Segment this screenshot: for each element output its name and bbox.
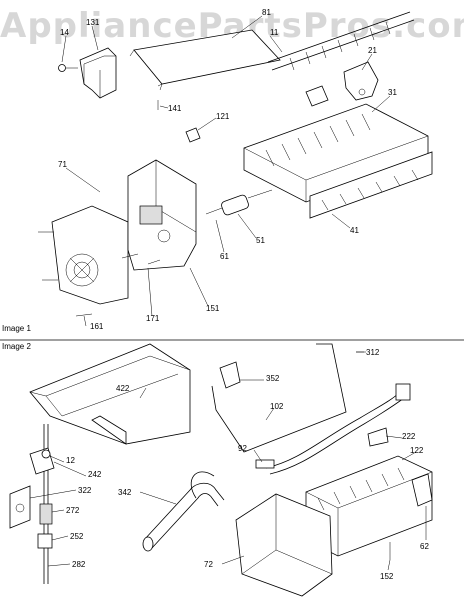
ejector-11 [267,11,415,71]
part-12 [41,449,51,459]
callout-label: 41 [350,226,359,235]
callout-label: 51 [256,236,265,245]
callout-label: 81 [262,8,271,17]
callout-label: 141 [168,104,182,113]
screws-71 [38,231,161,317]
harness-92 [255,383,411,475]
callout-label: 171 [146,314,160,323]
callout-label: 21 [368,46,377,55]
callout-label: 92 [238,444,247,453]
callout-label: 151 [206,304,220,313]
callout-label: 72 [204,560,213,569]
callout-label: 131 [86,18,100,27]
wire-arm-102 [211,343,347,453]
fill-tube-342 [142,471,225,552]
callout-label: 282 [72,560,86,569]
callout-label: 352 [266,374,280,383]
callout-label: 31 [388,88,397,97]
callout-label: 161 [90,322,104,331]
part-222 [367,427,389,447]
cover-72 [235,493,333,597]
callout-label: 252 [70,532,84,541]
callout-label: 342 [118,488,132,497]
callout-label: 71 [58,160,67,169]
part-62 [411,473,433,507]
bracket-131 [79,47,117,99]
shaft-assembly-282 [9,424,55,584]
callout-label: 102 [270,402,284,411]
clip-121 [185,127,201,143]
section-title: Image 2 [2,342,31,351]
callout-label: 322 [78,486,92,495]
shaft-51 [221,189,273,216]
ice-mold-31 [243,85,429,203]
callout-label: 152 [380,572,394,581]
part-41 [309,151,433,219]
section-title: Image 1 [2,324,31,333]
collar-252 [37,533,53,549]
callout-label: 422 [116,384,130,393]
ice-bin-422 [29,343,191,445]
callout-label: 11 [270,28,279,37]
callout-label: 12 [66,456,75,465]
callout-label: 122 [410,446,424,455]
callout-label: 14 [60,28,69,37]
spring-272 [39,503,53,525]
housing-151 [127,159,197,271]
plate-322 [9,485,31,529]
part-21 [343,61,379,101]
clip-352 [219,361,241,389]
leader-lines [29,15,427,571]
callout-label: 121 [216,112,230,121]
callout-label: 62 [420,542,429,551]
callout-label: 272 [66,506,80,515]
callout-label: 242 [88,470,102,479]
bracket-242 [29,447,55,475]
callout-label: 222 [402,432,416,441]
callout-label: 61 [220,252,229,261]
shield-81 [129,29,281,91]
pin-61 [205,207,223,215]
screw-14 [58,64,78,72]
cover-71 [51,205,129,305]
callout-label: 312 [366,348,380,357]
